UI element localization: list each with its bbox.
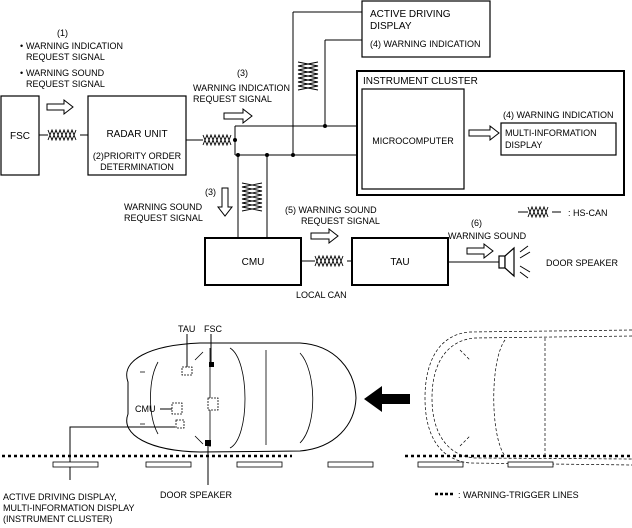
bullet2-line1: WARNING SOUND — [26, 68, 105, 78]
trigger-legend-label: : WARNING-TRIGGER LINES — [458, 490, 579, 500]
hs-can-twisted-pair — [241, 182, 263, 212]
bullet-icon: • — [20, 68, 23, 78]
step3a-label: (3) — [237, 68, 248, 78]
tau-marker-label: TAU — [178, 324, 195, 334]
display-label-line2: MULTI-INFORMATION DISPLAY — [3, 503, 135, 513]
door-speaker-bottom-label: DOOR SPEAKER — [160, 490, 233, 500]
fsc-marker-label: FSC — [204, 324, 223, 334]
step6-label: (6) — [471, 218, 482, 228]
hs-can-legend-label: : HS-CAN — [568, 208, 608, 218]
priority-line2: DETERMINATION — [100, 162, 174, 172]
hs-can-legend-icon — [527, 205, 549, 219]
step1-label: (1) — [57, 28, 68, 38]
hs-can-twisted-pair — [297, 61, 319, 91]
right-arrow-icon — [223, 107, 253, 125]
fsc-label: FSC — [10, 131, 30, 142]
priority-line1: (2)PRIORITY ORDER — [93, 151, 182, 161]
junction-dot — [233, 138, 237, 142]
tau-label: TAU — [390, 257, 409, 268]
bullet-icon: • — [20, 41, 23, 51]
cmu-marker-label: CMU — [135, 404, 156, 414]
right-arrow-icon — [46, 98, 74, 116]
cluster-warning: (4) WARNING INDICATION — [503, 110, 614, 120]
display-marker — [207, 397, 219, 411]
step3b-label: (3) — [205, 187, 216, 197]
tau-box — [351, 237, 449, 286]
cmu-label: CMU — [242, 257, 265, 268]
radar-unit-box — [87, 95, 187, 176]
instrument-cluster-label: INSTRUMENT CLUSTER — [363, 76, 478, 87]
display-label-line3: (INSTRUMENT CLUSTER) — [3, 514, 112, 524]
right-arrow-icon — [468, 124, 500, 142]
approaching-vehicle-outline — [424, 329, 632, 466]
multi-info-line1: MULTI-INFORMATION — [505, 128, 597, 138]
right-arrow-icon — [466, 242, 494, 260]
hs-can-twisted-pair — [47, 128, 77, 142]
step3b-line2: REQUEST SIGNAL — [124, 213, 203, 223]
step3b-line1: WARNING SOUND — [124, 202, 203, 212]
step3a-line2: REQUEST SIGNAL — [193, 94, 272, 104]
door-speaker-marker — [205, 440, 211, 446]
fsc-marker — [209, 362, 214, 367]
hs-can-twisted-pair — [202, 133, 232, 147]
right-arrow-icon — [310, 227, 339, 245]
active-display-line1: ACTIVE DRIVING — [370, 9, 451, 20]
fsc-box — [0, 95, 40, 176]
step3a-line1: WARNING INDICATION — [193, 83, 290, 93]
module-marker — [175, 419, 185, 429]
bullet1-line1: WARNING INDICATION — [26, 41, 123, 51]
left-arrow-icon — [364, 386, 410, 412]
cmu-marker — [171, 402, 183, 415]
microcomputer-label: MICROCOMPUTER — [372, 136, 454, 146]
multi-info-line2: DISPLAY — [505, 140, 542, 150]
local-can-twisted-pair — [314, 254, 344, 268]
tau-marker — [181, 366, 193, 376]
bullet2-line2: REQUEST SIGNAL — [26, 79, 105, 89]
local-can-label: LOCAL CAN — [296, 290, 347, 300]
speaker-icon — [498, 245, 531, 279]
active-display-line2: DISPLAY — [370, 21, 412, 32]
active-driving-display-box — [361, 0, 491, 58]
step6-text: WARNING SOUND — [448, 231, 527, 241]
active-display-warning: (4) WARNING INDICATION — [370, 39, 481, 49]
radar-unit-label: RADAR UNIT — [106, 129, 167, 140]
step5-line1: (5) WARNING SOUND — [285, 205, 377, 215]
door-speaker-label: DOOR SPEAKER — [546, 258, 619, 268]
bullet1-line2: REQUEST SIGNAL — [26, 52, 105, 62]
down-arrow-icon — [216, 187, 234, 217]
multi-information-display-box — [500, 122, 617, 156]
vehicle-top-view — [126, 342, 357, 453]
microcomputer-box — [361, 88, 465, 190]
step5-line2: REQUEST SIGNAL — [301, 216, 380, 226]
display-label-line1: ACTIVE DRIVING DISPLAY, — [3, 492, 117, 502]
lane-markings — [52, 461, 554, 468]
